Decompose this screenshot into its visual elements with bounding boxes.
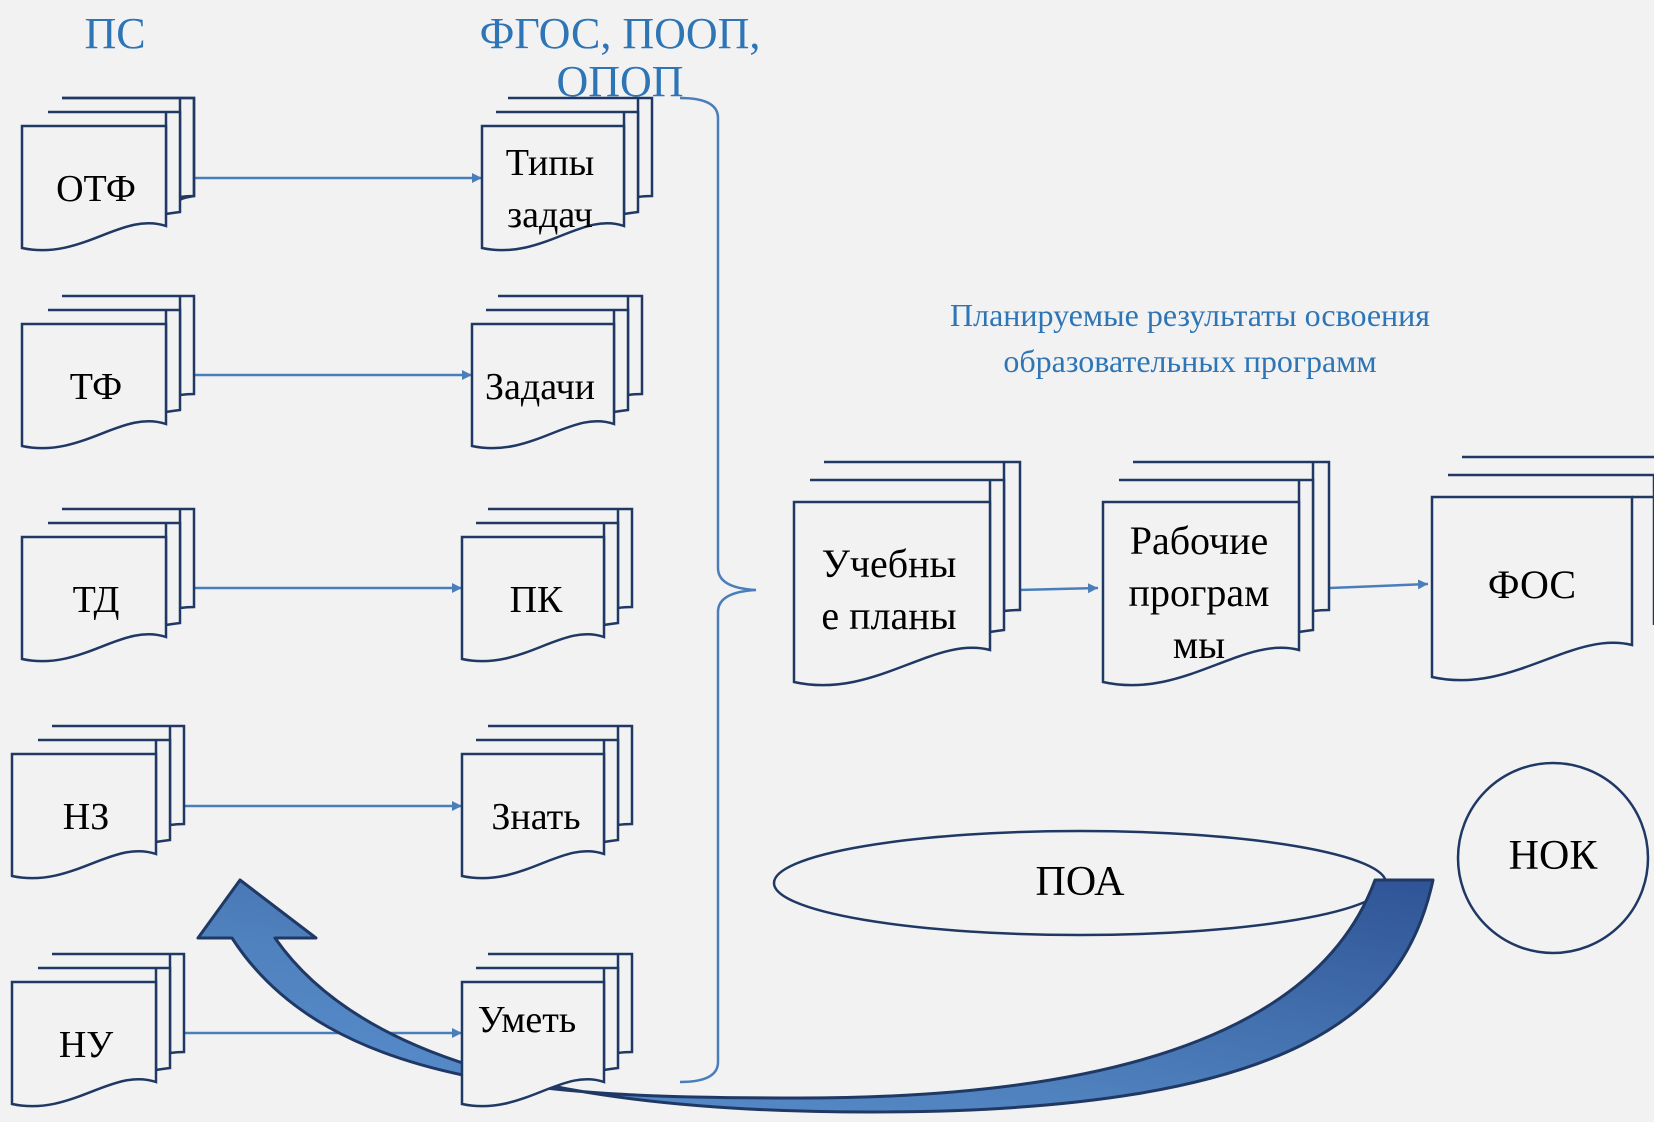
doc-stack-fos: ФОС — [1430, 455, 1654, 715]
doc-stack-otf: ОТФ — [20, 96, 202, 266]
doc-label-uchebnye-plany: Учебные планы — [821, 541, 957, 638]
nok-circle — [1456, 761, 1650, 955]
doc-stack-tf: ТФ — [20, 294, 202, 464]
doc-label-otf: ОТФ — [56, 168, 136, 210]
document-stack-icon — [20, 294, 196, 450]
doc-stack-umet: Уметь — [460, 952, 642, 1122]
document-stack-icon — [10, 952, 186, 1108]
doc-label-nu: НУ — [58, 1024, 114, 1066]
curved-return-arrow — [196, 878, 1435, 1114]
planned-results-note: Планируемые результаты освоения образова… — [949, 297, 1431, 379]
document-stack-icon — [460, 507, 634, 663]
doc-stack-rabochie-programmy: Рабочие программы — [1101, 460, 1333, 720]
connector-plans-programs — [1017, 583, 1099, 594]
nok-label: НОК — [1508, 833, 1598, 879]
connector-programs-fos — [1329, 579, 1429, 590]
doc-stack-uchebnye-plany: Учебные планы — [792, 460, 1024, 720]
document-stack-icon — [480, 96, 654, 252]
doc-label-umet: Уметь — [477, 999, 577, 1041]
document-stack-icon — [1430, 455, 1654, 682]
header-fgos: ФГОС, ПООП, ОПОП — [479, 9, 761, 106]
poa-label: ПОА — [1035, 859, 1125, 905]
right-brace — [679, 96, 757, 1084]
doc-stack-td: ТД — [20, 507, 202, 677]
doc-label-zadachi: Задачи — [484, 366, 596, 408]
doc-stack-znat: Знать — [460, 724, 642, 894]
document-stack-icon — [460, 952, 634, 1108]
document-stack-icon — [20, 507, 196, 663]
document-stack-icon — [1101, 460, 1331, 687]
doc-stack-nu: НУ — [10, 952, 192, 1122]
doc-label-td: ТД — [72, 579, 120, 621]
doc-label-znat: Знать — [491, 796, 581, 838]
document-stack-icon — [460, 724, 634, 880]
doc-label-pk: ПК — [509, 579, 563, 621]
doc-label-tf: ТФ — [69, 366, 123, 408]
document-stack-icon — [10, 724, 186, 880]
doc-label-rabochie-programmy: Рабочие программы — [1128, 518, 1270, 667]
document-stack-icon — [792, 460, 1022, 687]
document-stack-icon — [470, 294, 644, 450]
doc-stack-nz: НЗ — [10, 724, 192, 894]
doc-stack-pk: ПК — [460, 507, 642, 677]
doc-label-fos: ФОС — [1487, 562, 1577, 607]
doc-stack-zadachi: Задачи — [470, 294, 652, 464]
doc-label-nz: НЗ — [62, 796, 110, 838]
doc-label-tipy-zadach: Типы задач — [505, 142, 595, 236]
document-stack-icon — [20, 96, 196, 252]
header-ps: ПС — [84, 9, 146, 58]
doc-stack-tipy-zadach: Типы задач — [480, 96, 662, 266]
